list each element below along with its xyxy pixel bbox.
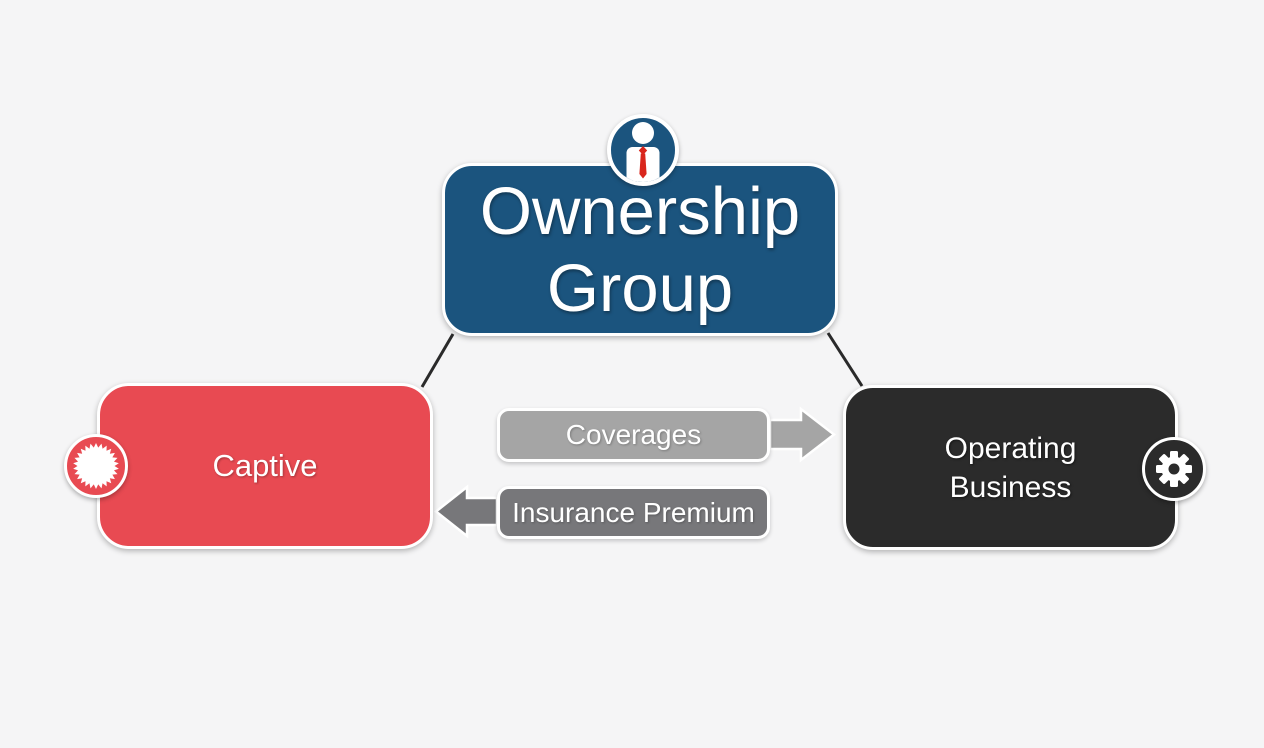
node-ownership-group-label: Ownership Group <box>479 173 801 326</box>
flow-insurance-premium-label: Insurance Premium <box>512 496 755 528</box>
flow-coverages-label: Coverages <box>565 419 702 450</box>
gear-icon <box>1142 437 1206 501</box>
arrow-left-head <box>433 484 499 539</box>
connector-ownership-operating <box>826 332 864 387</box>
seal-icon <box>64 434 128 498</box>
node-captive-label: Captive <box>212 448 318 483</box>
node-captive: Captive <box>97 383 433 549</box>
person-icon <box>607 114 679 186</box>
arrow-right-head <box>768 406 837 463</box>
node-operating-business: Operating Business <box>843 385 1178 550</box>
connector-ownership-captive <box>420 333 455 388</box>
flow-coverages: Coverages <box>497 408 770 462</box>
node-ownership-group: Ownership Group <box>442 163 838 336</box>
node-operating-business-label: Operating Business <box>944 431 1077 504</box>
flow-insurance-premium: Insurance Premium <box>497 486 770 539</box>
